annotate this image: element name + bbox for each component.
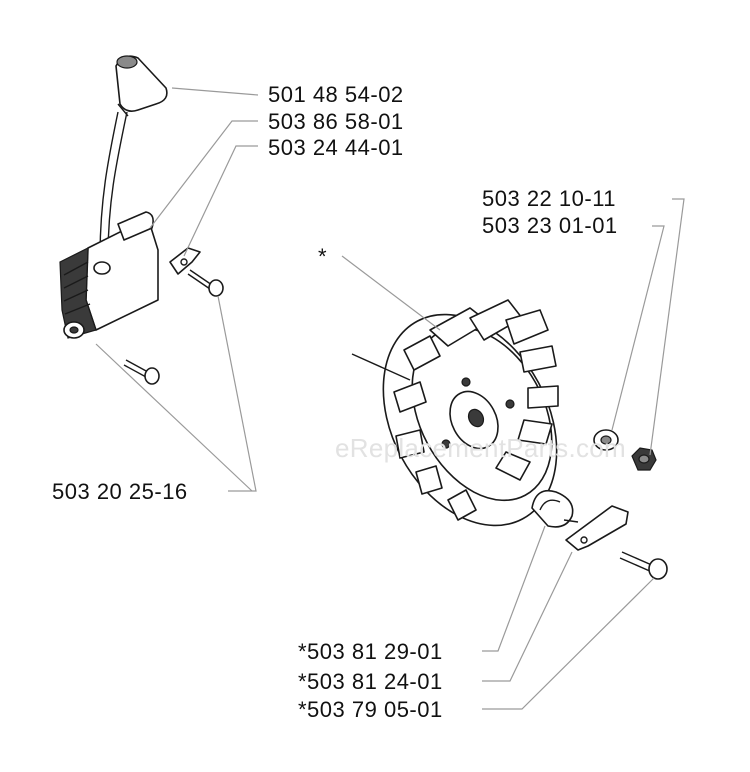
label-nut: 503 23 01-01 — [482, 213, 618, 238]
label-pawl-pin: *503 79 05-01 — [298, 697, 443, 722]
ignition-coil — [59, 211, 159, 339]
label-ignition-coil: 503 86 58-01 — [268, 109, 404, 134]
label-flywheel-asterisk: * — [318, 244, 328, 269]
ground-clip — [169, 247, 201, 275]
coil-screw-upper — [187, 269, 224, 297]
label-spark-plug-boot: 501 48 54-02 — [268, 82, 404, 107]
label-ground-clip: 503 24 44-01 — [268, 135, 404, 160]
label-starter-pawl: *503 81 24-01 — [298, 669, 443, 694]
pawl-pin — [619, 551, 668, 580]
pawl-spring — [531, 489, 579, 528]
label-coil-screws: 503 20 25-16 — [52, 479, 188, 504]
spark-plug-boot — [99, 55, 168, 259]
starter-pawl — [565, 505, 629, 551]
label-pawl-spring: *503 81 29-01 — [298, 639, 443, 664]
coil-screw-lower — [123, 359, 160, 385]
watermark-text: eReplacementParts.com — [335, 433, 626, 463]
flywheel — [351, 299, 559, 527]
label-washer: 503 22 10-11 — [482, 186, 617, 211]
leader-lines — [95, 87, 685, 710]
nut — [631, 447, 657, 471]
washer — [593, 429, 619, 451]
